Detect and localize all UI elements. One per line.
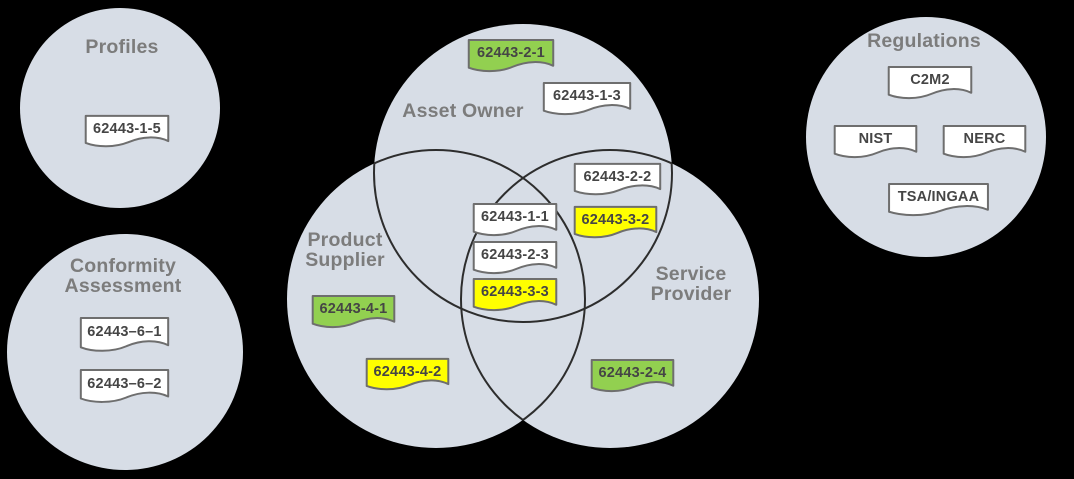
doc-label: 62443-1-1 — [481, 209, 549, 225]
doc-label: 62443-3-3 — [481, 284, 549, 300]
doc-62443-4-1: 62443-4-1 — [311, 294, 396, 333]
service-provider-label-line2: Provider — [650, 283, 732, 305]
service-provider-circle-outline — [460, 149, 672, 448]
document-shape-icon — [833, 124, 918, 163]
doc-label: 62443-2-1 — [477, 45, 545, 61]
document-shape-icon — [573, 205, 658, 243]
doc-label: 62443-4-1 — [319, 301, 388, 317]
doc-label: NIST — [858, 131, 893, 147]
conformity-assessment-title: Conformity Assessment — [28, 256, 218, 296]
doc-62443-1-3: 62443-1-3 — [542, 81, 632, 120]
document-shape-icon — [311, 294, 396, 333]
document-shape-icon — [887, 65, 973, 104]
product-supplier-label-line2: Supplier — [305, 249, 385, 271]
asset-owner-label: Asset Owner — [402, 100, 524, 122]
doc-62443-2-4: 62443-2-4 — [590, 358, 675, 397]
doc-label: TSA/INGAA — [897, 189, 980, 205]
doc-label: 62443-1-3 — [553, 88, 621, 104]
doc-nerc: NERC — [942, 124, 1027, 163]
doc-62443-6-2: 62443–6–2 — [79, 368, 170, 408]
doc-62443-6-1: 62443–6–1 — [79, 316, 170, 357]
doc-62443-1-5: 62443-1-5 — [84, 114, 170, 152]
doc-62443-2-3: 62443-2-3 — [472, 240, 558, 279]
conformity-title-line2: Assessment — [64, 275, 182, 297]
document-shape-icon — [365, 357, 450, 395]
conformity-title-line1: Conformity — [70, 255, 176, 277]
document-shape-icon — [573, 162, 662, 200]
document-shape-icon — [472, 202, 558, 241]
doc-62443-1-1: 62443-1-1 — [472, 202, 558, 241]
profiles-title: Profiles — [85, 36, 159, 58]
doc-label: 62443-3-2 — [581, 211, 650, 228]
doc-tsa-ingaa: TSA/INGAA — [887, 182, 990, 221]
document-shape-icon — [472, 240, 558, 279]
doc-62443-2-2: 62443-2-2 — [573, 162, 662, 200]
document-shape-icon — [79, 316, 170, 357]
doc-label: 62443-2-2 — [583, 168, 652, 185]
profiles-circle — [20, 8, 220, 208]
document-shape-icon — [79, 368, 170, 408]
doc-nist: NIST — [833, 124, 918, 163]
document-shape-icon — [887, 182, 990, 221]
doc-62443-3-2: 62443-3-2 — [573, 205, 658, 243]
doc-label: 62443–6–1 — [87, 324, 162, 340]
asset-owner-circle-outline — [373, 150, 673, 323]
product-supplier-label-line1: Product — [307, 229, 383, 251]
document-shape-icon — [590, 358, 675, 397]
product-supplier-circle-outline — [374, 149, 586, 448]
doc-label: 62443-2-4 — [598, 365, 667, 381]
document-shape-icon — [472, 277, 558, 316]
product-supplier-label: Product Supplier — [260, 230, 430, 270]
conformity-assessment-circle — [7, 234, 243, 470]
document-shape-icon — [84, 114, 170, 152]
service-provider-label-line1: Service — [655, 263, 727, 285]
doc-c2m2: C2M2 — [887, 65, 973, 104]
document-shape-icon — [542, 81, 632, 120]
doc-label: C2M2 — [910, 72, 950, 88]
doc-label: 62443-2-3 — [481, 247, 549, 263]
document-shape-icon — [467, 38, 555, 77]
regulations-title: Regulations — [867, 30, 981, 52]
doc-label: NERC — [963, 131, 1006, 147]
doc-62443-4-2: 62443-4-2 — [365, 357, 450, 395]
doc-62443-3-3: 62443-3-3 — [472, 277, 558, 316]
service-provider-label: Service Provider — [606, 264, 776, 304]
doc-label: 62443-1-5 — [93, 120, 161, 137]
doc-62443-2-1: 62443-2-1 — [467, 38, 555, 77]
doc-label: 62443-4-2 — [373, 363, 442, 380]
doc-label: 62443–6–2 — [87, 375, 162, 392]
document-shape-icon — [942, 124, 1027, 163]
